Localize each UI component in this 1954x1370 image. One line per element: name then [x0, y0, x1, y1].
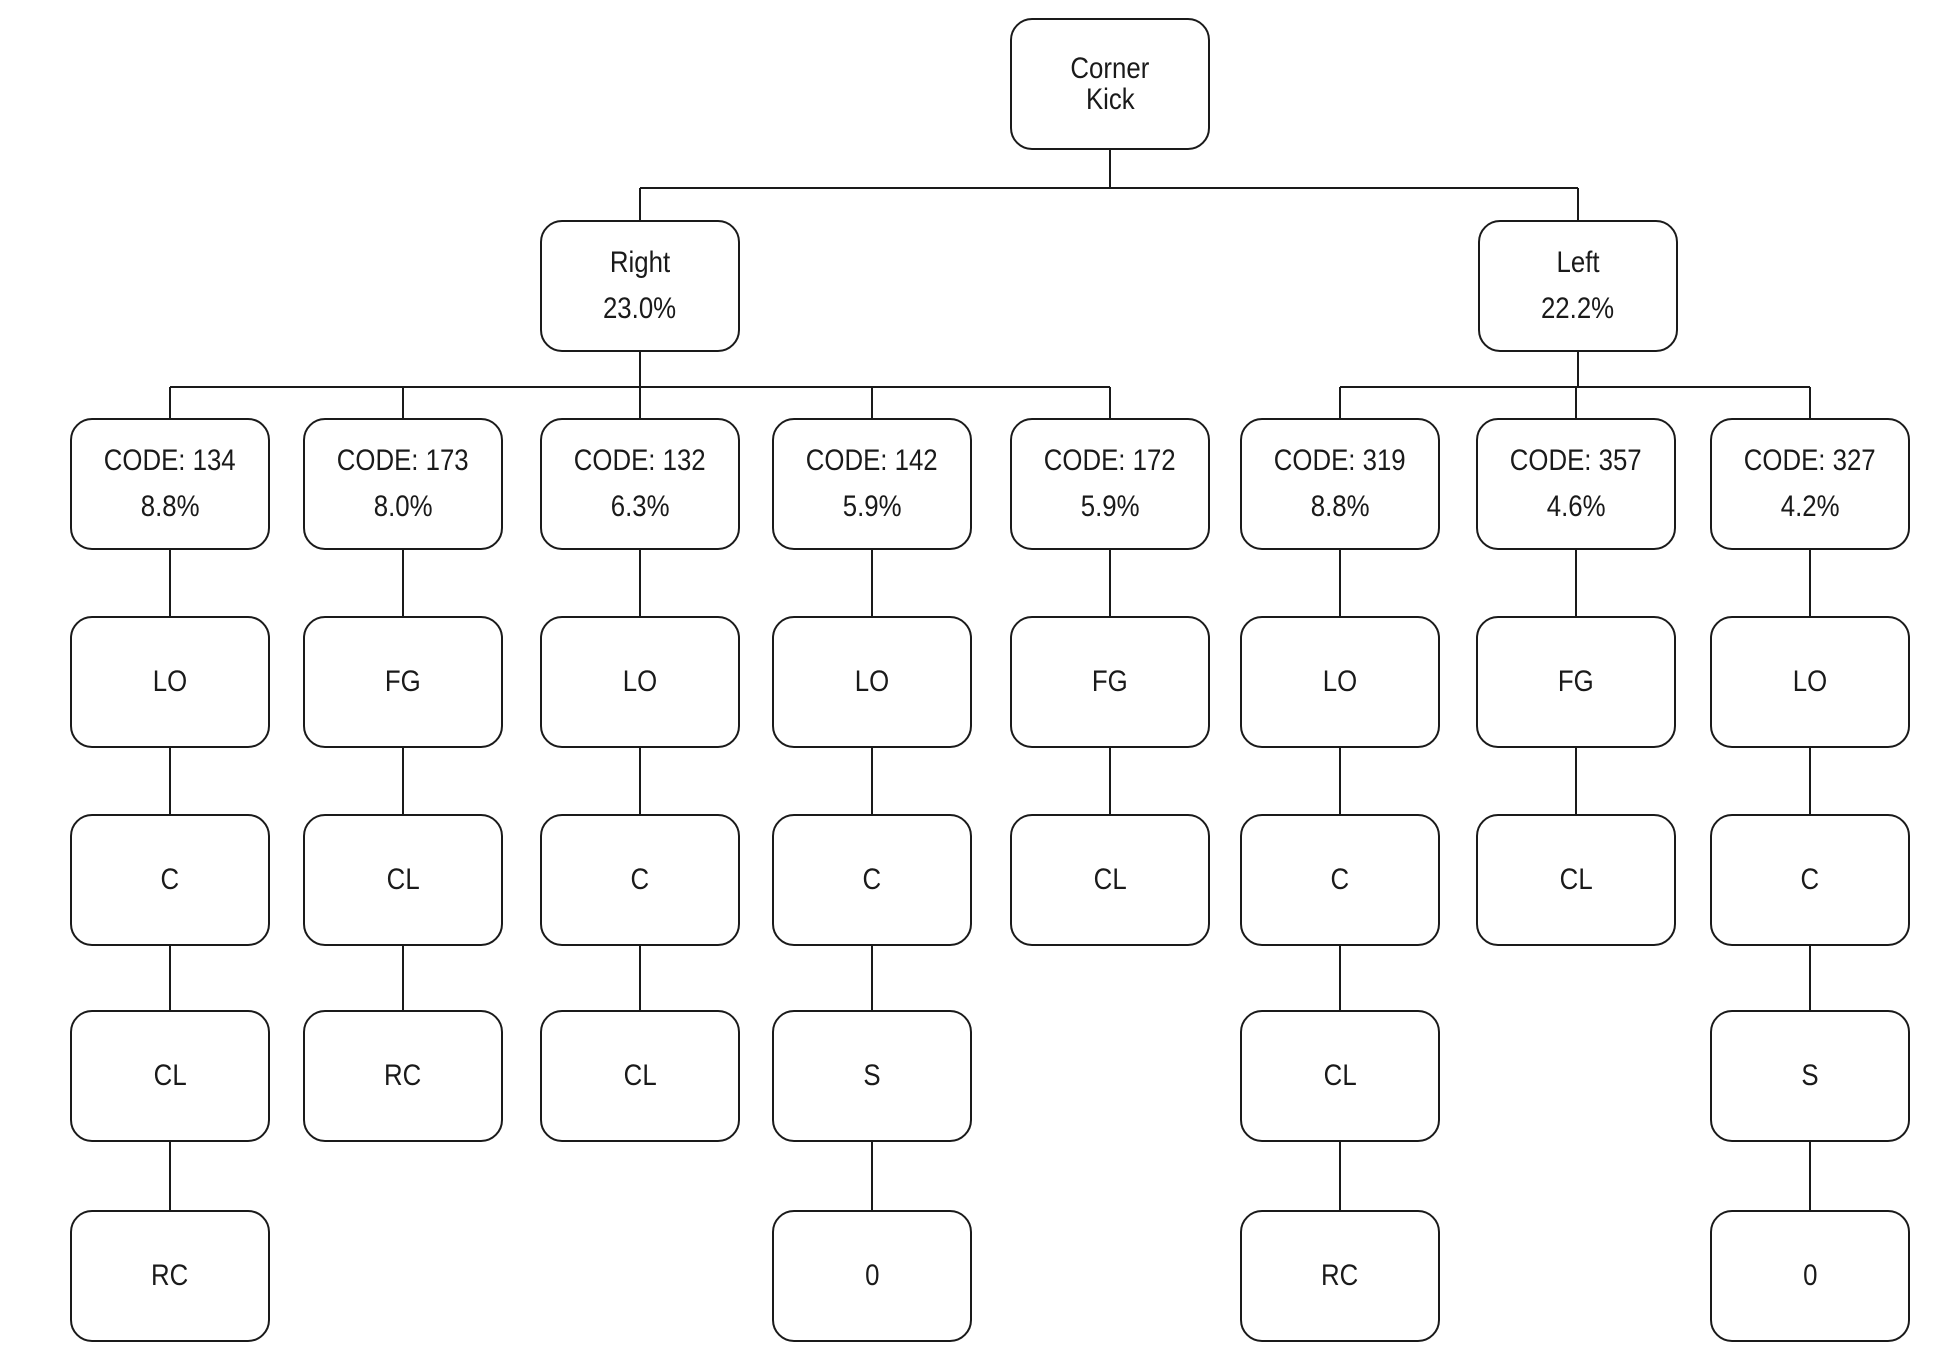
code-node-142: CODE: 142 5.9% — [772, 418, 972, 550]
sequence-node: CL — [1240, 1010, 1440, 1142]
sequence-label: CL — [386, 863, 420, 896]
sequence-label: S — [1801, 1059, 1819, 1092]
sequence-node: FG — [303, 616, 503, 748]
sequence-label: LO — [622, 665, 658, 698]
sequence-node: LO — [540, 616, 740, 748]
code-label: CODE: 319 — [1274, 444, 1406, 477]
root-node-corner-kick: Corner Kick — [1010, 18, 1210, 150]
sequence-node: 0 — [772, 1210, 972, 1342]
sequence-node: FG — [1010, 616, 1210, 748]
code-percent: 8.8% — [140, 490, 200, 523]
sequence-node: RC — [1240, 1210, 1440, 1342]
sequence-label: FG — [1558, 665, 1594, 698]
code-percent: 6.3% — [610, 490, 670, 523]
code-node-327: CODE: 327 4.2% — [1710, 418, 1910, 550]
connector-edges — [169, 150, 1811, 1210]
sequence-label: CL — [1559, 863, 1593, 896]
branch-label: Left — [1556, 246, 1600, 279]
root-line1: Corner — [1070, 51, 1150, 85]
sequence-label: LO — [1792, 665, 1828, 698]
code-node-172: CODE: 172 5.9% — [1010, 418, 1210, 550]
sequence-label: 0 — [864, 1259, 880, 1292]
sequence-label: C — [1800, 863, 1820, 896]
branch-percent: 22.2% — [1541, 292, 1615, 325]
sequence-label: C — [862, 863, 882, 896]
sequence-label: CL — [1323, 1059, 1357, 1092]
code-node-319: CODE: 319 8.8% — [1240, 418, 1440, 550]
code-percent: 8.8% — [1310, 490, 1370, 523]
code-label: CODE: 173 — [337, 444, 469, 477]
sequence-label: C — [1330, 863, 1350, 896]
code-label: CODE: 327 — [1744, 444, 1876, 477]
sequence-label: LO — [1322, 665, 1358, 698]
sequence-node: 0 — [1710, 1210, 1910, 1342]
sequence-node: C — [70, 814, 270, 946]
sequence-node: CL — [540, 1010, 740, 1142]
sequence-node: C — [540, 814, 740, 946]
sequence-label: RC — [151, 1259, 189, 1292]
branch-node-right: Right 23.0% — [540, 220, 740, 352]
sequence-label: LO — [152, 665, 188, 698]
sequence-node: RC — [70, 1210, 270, 1342]
sequence-label: CL — [623, 1059, 657, 1092]
sequence-node: S — [772, 1010, 972, 1142]
branch-label: Right — [609, 246, 671, 279]
code-percent: 5.9% — [842, 490, 902, 523]
code-percent: 5.9% — [1080, 490, 1140, 523]
code-label: CODE: 142 — [806, 444, 938, 477]
sequence-node: C — [1710, 814, 1910, 946]
sequence-label: RC — [384, 1059, 422, 1092]
branch-node-left: Left 22.2% — [1478, 220, 1678, 352]
code-label: CODE: 172 — [1044, 444, 1176, 477]
code-node-134: CODE: 134 8.8% — [70, 418, 270, 550]
sequence-node: CL — [70, 1010, 270, 1142]
sequence-label: RC — [1321, 1259, 1359, 1292]
sequence-node: S — [1710, 1010, 1910, 1142]
sequence-label: C — [160, 863, 180, 896]
sequence-node: LO — [772, 616, 972, 748]
sequence-label: S — [863, 1059, 881, 1092]
code-node-173: CODE: 173 8.0% — [303, 418, 503, 550]
code-percent: 8.0% — [373, 490, 433, 523]
code-node-132: CODE: 132 6.3% — [540, 418, 740, 550]
code-label: CODE: 132 — [574, 444, 706, 477]
sequence-label: FG — [1092, 665, 1128, 698]
root-line2: Kick — [1085, 83, 1135, 116]
sequence-node: RC — [303, 1010, 503, 1142]
code-label: CODE: 134 — [104, 444, 236, 477]
sequence-label: C — [630, 863, 650, 896]
sequence-node: LO — [1240, 616, 1440, 748]
sequence-label: CL — [1093, 863, 1127, 896]
sequence-node: LO — [1710, 616, 1910, 748]
sequence-label: FG — [385, 665, 421, 698]
sequence-node: CL — [1010, 814, 1210, 946]
sequence-node: LO — [70, 616, 270, 748]
sequence-node: C — [1240, 814, 1440, 946]
branch-percent: 23.0% — [603, 292, 677, 325]
sequence-node: C — [772, 814, 972, 946]
code-percent: 4.6% — [1546, 490, 1606, 523]
sequence-node: CL — [303, 814, 503, 946]
code-node-357: CODE: 357 4.6% — [1476, 418, 1676, 550]
sequence-node: FG — [1476, 616, 1676, 748]
sequence-label: LO — [854, 665, 890, 698]
code-percent: 4.2% — [1780, 490, 1840, 523]
sequence-node: CL — [1476, 814, 1676, 946]
code-label: CODE: 357 — [1510, 444, 1642, 477]
sequence-label: CL — [153, 1059, 187, 1092]
sequence-label: 0 — [1802, 1259, 1818, 1292]
